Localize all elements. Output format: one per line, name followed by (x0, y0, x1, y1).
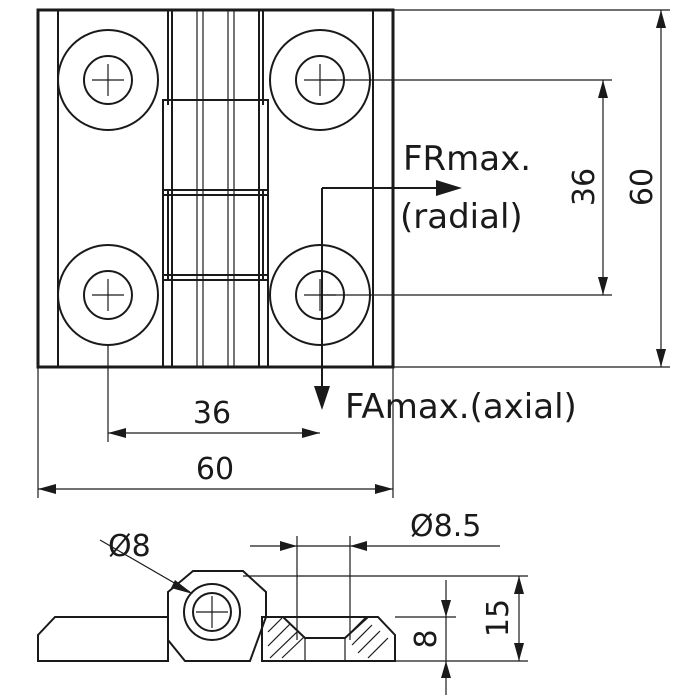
knuckle-barrel (162, 10, 269, 368)
radial-force-sub: (radial) (400, 197, 523, 237)
axial-force-arrow (314, 188, 330, 410)
side-right-leaf (261, 616, 396, 662)
radial-force-label: FRmax. (403, 139, 531, 179)
knuckle-segment-bottom (162, 279, 269, 368)
side-left-leaf (37, 616, 169, 662)
dim-hole-spacing-h (107, 345, 320, 442)
side-pin-hole (183, 583, 241, 641)
dim-leaf-thickness-label: 8 (409, 629, 444, 648)
dim-width-label: 60 (196, 452, 234, 487)
radial-force-arrow (322, 180, 462, 196)
dim-knuckle-height-label: 15 (481, 599, 516, 637)
dim-hole-spacing-h-label: 36 (193, 396, 231, 431)
dim-width (37, 367, 394, 498)
dim-hole-spacing-v-label: 36 (567, 168, 602, 206)
side-knuckle (167, 570, 267, 662)
dim-countersink-diameter (250, 536, 500, 640)
top-view: FRmax. (radial) FAmax.(axial) 36 60 (36, 8, 670, 498)
knuckle-segment-top (162, 99, 269, 191)
side-countersink (267, 616, 389, 661)
dim-height (393, 9, 670, 368)
dim-pin-diameter-leader (99, 539, 193, 594)
dim-leaf-thickness (395, 580, 456, 695)
dim-countersink-diameter-label: Ø8.5 (410, 509, 481, 544)
dim-knuckle-height (243, 575, 528, 662)
hole-bottom-left (57, 244, 159, 346)
dim-pin-diameter-label: Ø8 (108, 529, 151, 564)
axial-force-label: FAmax.(axial) (345, 387, 577, 427)
hole-top-left (57, 29, 159, 131)
dim-height-label: 60 (625, 168, 660, 206)
dim-hole-spacing-v (320, 79, 612, 296)
side-view: Ø8 Ø8.5 8 15 (37, 509, 528, 695)
